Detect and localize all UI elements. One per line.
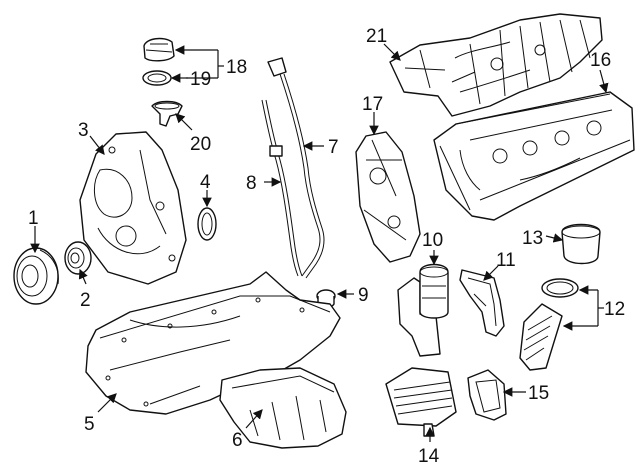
part-17-front-cover[interactable] (355, 131, 421, 263)
part-10-oil-filter-housing[interactable] (397, 263, 449, 357)
callout-8: 8 (246, 173, 257, 194)
callout-6: 6 (232, 430, 243, 451)
part-11-gasket[interactable] (459, 269, 505, 337)
part-3-timing-cover[interactable] (79, 131, 187, 285)
callout-13: 13 (522, 228, 543, 249)
part-13-filter-cap[interactable] (561, 223, 601, 265)
part-5-upper-oil-pan[interactable] (85, 271, 341, 415)
part-7-dipstick-tube[interactable] (267, 57, 325, 279)
callout-12: 12 (604, 299, 625, 320)
callout-10: 10 (422, 230, 443, 251)
part-15-gasket[interactable] (467, 369, 507, 421)
part-19-o-ring[interactable] (142, 70, 172, 86)
callout-14: 14 (418, 446, 440, 467)
part-18-oil-filler-cap[interactable] (143, 37, 175, 62)
part-14-oil-cooler[interactable] (385, 367, 457, 437)
callout-labels: 1 2 3 4 5 6 7 8 9 10 11 12 13 14 15 16 1… (28, 26, 625, 467)
part-4-seal[interactable] (197, 207, 217, 241)
callout-9: 9 (358, 285, 369, 306)
part-1-pulley[interactable] (13, 247, 59, 305)
part-21-intake-manifold[interactable] (389, 13, 603, 117)
part-16-cylinder-head[interactable] (433, 91, 635, 221)
callout-5: 5 (84, 414, 95, 435)
callout-17: 17 (362, 94, 383, 115)
callout-18: 18 (226, 57, 247, 78)
part-12-oil-filter[interactable] (519, 278, 579, 371)
callout-1: 1 (28, 208, 39, 229)
part-2-seal[interactable] (64, 241, 92, 275)
callout-4: 4 (200, 172, 211, 193)
callout-19: 19 (190, 69, 211, 90)
callout-15: 15 (528, 383, 549, 404)
callout-7: 7 (328, 137, 339, 158)
part-8-dipstick[interactable] (261, 99, 303, 277)
part-20-filler-neck[interactable] (151, 100, 183, 127)
callout-2: 2 (80, 290, 91, 311)
callout-11: 11 (496, 250, 516, 271)
callout-16: 16 (590, 50, 611, 71)
callout-3: 3 (78, 120, 89, 141)
callout-21: 21 (366, 26, 387, 47)
leader-lines (30, 43, 609, 442)
callout-20: 20 (190, 134, 211, 155)
part-6-lower-oil-pan[interactable] (219, 367, 347, 449)
